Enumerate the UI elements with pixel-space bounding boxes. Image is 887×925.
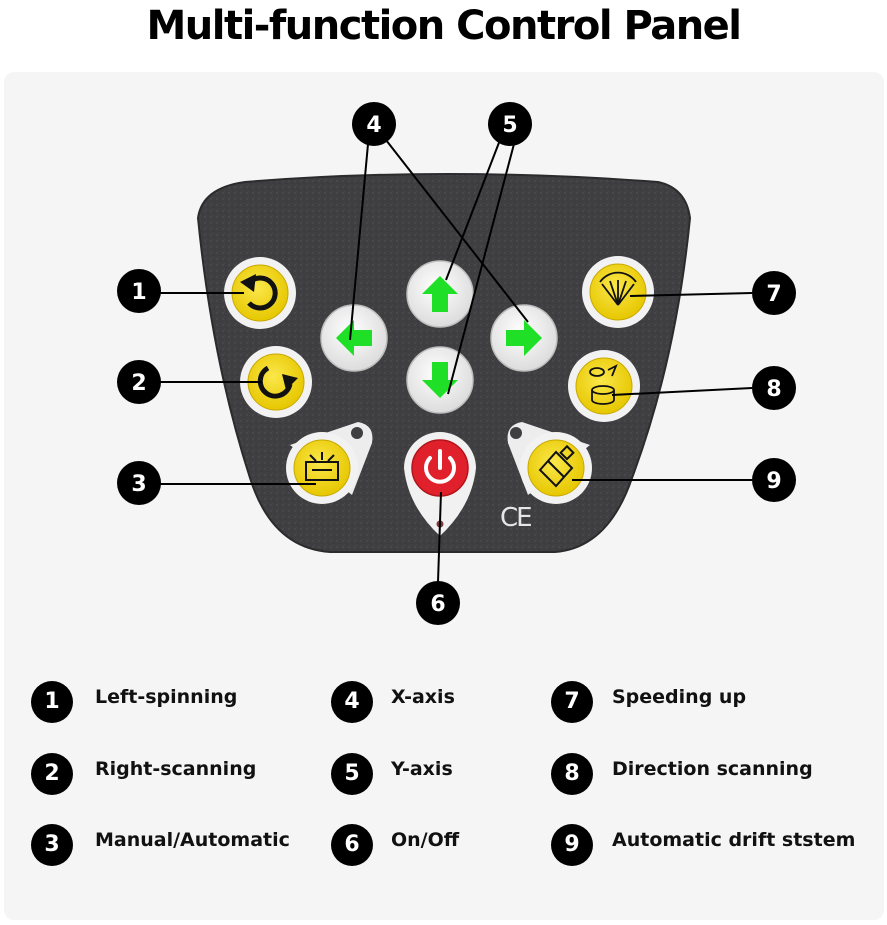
y-axis-up-button[interactable]	[406, 260, 474, 328]
key-tab-hole	[351, 427, 363, 439]
ce-mark: CE	[500, 503, 531, 533]
legend-label: Direction scanning	[612, 758, 813, 780]
legend-item-5: 5 Y-axis	[331, 753, 531, 795]
key-tab-hole	[510, 427, 522, 439]
callout-label: 5	[502, 113, 517, 138]
drift-system-button[interactable]	[520, 432, 592, 504]
legend-number: 1	[31, 681, 73, 723]
legend-number: 3	[31, 824, 73, 866]
legend-item-8: 8 Direction scanning	[551, 753, 871, 795]
callout-8: 8	[752, 366, 796, 410]
leader-line-6	[437, 491, 442, 583]
leader-line-5b	[447, 143, 515, 395]
x-axis-right-button[interactable]	[490, 304, 558, 372]
right-scan-button[interactable]	[240, 346, 312, 418]
power-icon	[424, 449, 456, 484]
callout-label: 2	[131, 371, 146, 396]
legend-item-4: 4 X-axis	[331, 681, 531, 723]
arrow-up-icon	[422, 276, 458, 312]
callout-4: 4	[352, 102, 396, 146]
leader-line-8	[611, 387, 753, 396]
legend-label: Manual/Automatic	[95, 829, 290, 851]
legend-label: Right-scanning	[95, 758, 257, 780]
rotate-left-icon	[240, 274, 278, 311]
callout-3: 3	[117, 461, 161, 505]
legend-number: 2	[31, 753, 73, 795]
callout-6: 6	[416, 581, 460, 625]
legend-label: Speeding up	[612, 686, 747, 708]
callout-2: 2	[117, 360, 161, 404]
speed-up-button[interactable]	[582, 256, 654, 328]
legend-item-6: 6 On/Off	[331, 824, 531, 866]
legend-label: X-axis	[391, 686, 455, 708]
leader-line-5a	[445, 139, 501, 281]
legend-item-2: 2 Right-scanning	[31, 753, 311, 795]
callout-9: 9	[752, 458, 796, 502]
arrow-right-icon	[506, 320, 542, 356]
callout-1: 1	[117, 269, 161, 313]
callout-7: 7	[752, 271, 796, 315]
legend-number: 9	[551, 824, 593, 866]
drift-tilt-icon	[538, 444, 575, 488]
legend-number: 8	[551, 753, 593, 795]
y-axis-down-button[interactable]	[406, 346, 474, 414]
page-title: Multi-function Control Panel	[146, 3, 742, 49]
callout-label: 7	[766, 282, 781, 307]
direction-scan-button[interactable]	[568, 350, 640, 422]
callout-5: 5	[488, 102, 532, 146]
power-button[interactable]	[411, 439, 469, 497]
callout-label: 1	[131, 280, 146, 305]
arrow-left-icon	[336, 320, 372, 356]
legend-label: Y-axis	[391, 758, 453, 780]
legend-label: Left-spinning	[95, 686, 238, 708]
legend-number: 7	[551, 681, 593, 723]
level-beam-icon	[305, 452, 339, 481]
legend-number: 6	[331, 824, 373, 866]
legend-number: 4	[331, 681, 373, 723]
callout-label: 8	[766, 377, 781, 402]
legend-label: On/Off	[391, 829, 460, 851]
legend-item-3: 3 Manual/Automatic	[31, 824, 311, 866]
leader-line-7	[629, 292, 753, 297]
x-axis-left-button[interactable]	[320, 304, 388, 372]
speed-fan-icon	[599, 271, 637, 306]
legend-item-7: 7 Speeding up	[551, 681, 871, 723]
leader-line-4b	[385, 139, 529, 323]
left-spin-button[interactable]	[224, 257, 296, 329]
callout-label: 6	[430, 592, 445, 617]
legend-number: 5	[331, 753, 373, 795]
callout-label: 3	[131, 472, 146, 497]
callout-label: 9	[766, 469, 781, 494]
leader-line-4a	[349, 143, 369, 341]
manual-automatic-button[interactable]	[286, 432, 358, 504]
leader-lines	[160, 139, 753, 583]
callout-label: 4	[366, 113, 381, 138]
legend-label: Automatic drift ststem	[612, 829, 856, 851]
scan-cylinder-icon	[589, 364, 618, 405]
legend-item-1: 1 Left-spinning	[31, 681, 311, 723]
rotate-right-icon	[257, 365, 298, 399]
legend-item-9: 9 Automatic drift ststem	[551, 824, 871, 866]
